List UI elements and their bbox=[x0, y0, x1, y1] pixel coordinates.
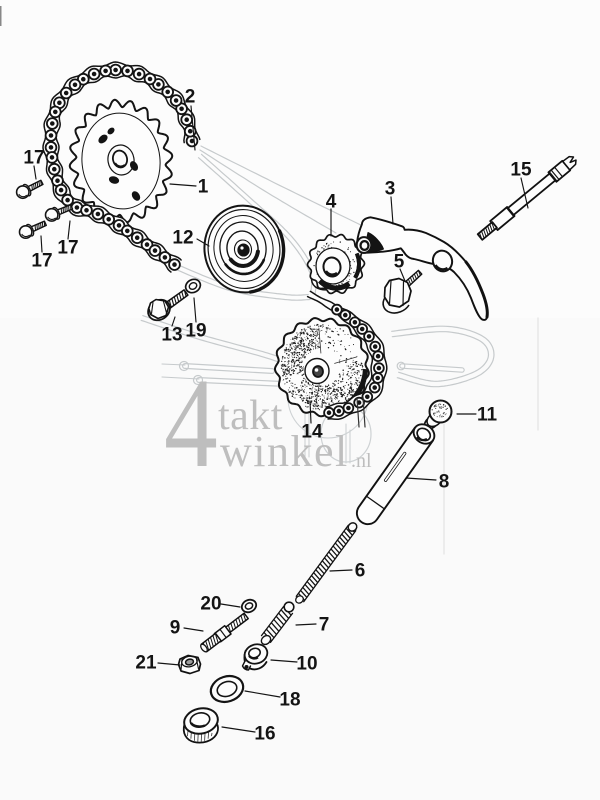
svg-text:4: 4 bbox=[326, 192, 337, 213]
svg-text:18: 18 bbox=[279, 690, 300, 711]
svg-text:3: 3 bbox=[385, 179, 396, 200]
svg-text:16: 16 bbox=[254, 724, 275, 745]
svg-text:17: 17 bbox=[23, 148, 44, 169]
svg-text:13: 13 bbox=[161, 325, 182, 346]
svg-text:15: 15 bbox=[510, 160, 532, 181]
svg-text:8: 8 bbox=[439, 472, 450, 493]
svg-text:2: 2 bbox=[185, 87, 196, 108]
svg-text:7: 7 bbox=[319, 615, 330, 636]
svg-text:10: 10 bbox=[296, 654, 317, 675]
svg-text:20: 20 bbox=[200, 594, 221, 615]
svg-text:12: 12 bbox=[172, 228, 193, 249]
svg-text:19: 19 bbox=[185, 321, 206, 342]
svg-text:21: 21 bbox=[135, 653, 157, 674]
svg-text:5: 5 bbox=[394, 252, 405, 273]
svg-text:winkel: winkel bbox=[220, 427, 349, 476]
svg-text:1: 1 bbox=[198, 177, 209, 198]
svg-text:takt: takt bbox=[218, 393, 283, 439]
svg-text:17: 17 bbox=[31, 251, 52, 272]
svg-text:.nl: .nl bbox=[351, 450, 372, 472]
svg-text:9: 9 bbox=[170, 618, 181, 639]
svg-text:11: 11 bbox=[477, 405, 498, 426]
svg-text:14: 14 bbox=[301, 422, 323, 443]
svg-text:4: 4 bbox=[164, 352, 218, 494]
svg-text:17: 17 bbox=[57, 238, 78, 259]
svg-text:6: 6 bbox=[355, 561, 366, 582]
